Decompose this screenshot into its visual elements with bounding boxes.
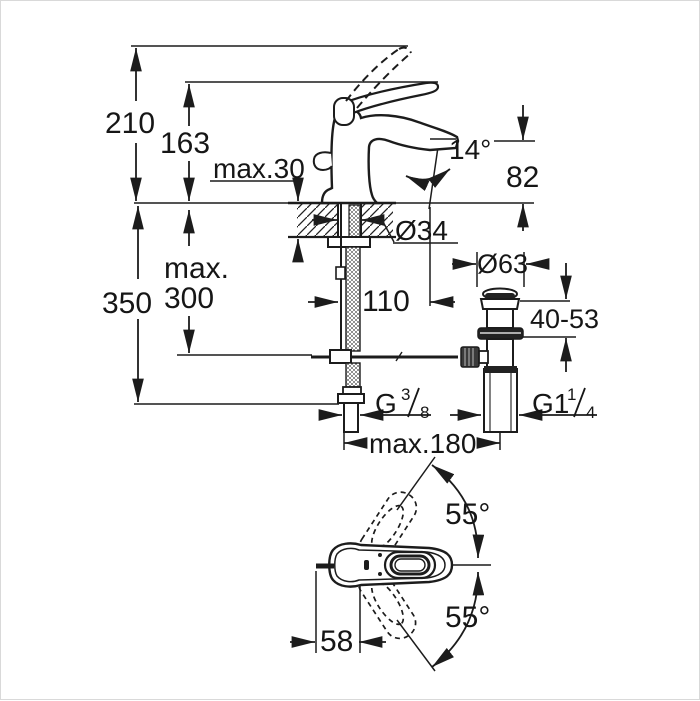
waste-thread-den: 4 bbox=[586, 403, 595, 422]
dim-hose-300: 300 bbox=[164, 282, 214, 315]
dim-swing-lower: 55° bbox=[445, 601, 490, 634]
supply-thread-slash bbox=[407, 387, 420, 418]
lever-cap bbox=[333, 97, 355, 126]
pop-up-rod-knob bbox=[312, 151, 333, 172]
waste-thread-label: G1 1 4 bbox=[532, 385, 595, 422]
dim-spout-reach: 110 bbox=[362, 285, 410, 318]
dim-hose-max: max. bbox=[164, 252, 229, 285]
lever-closed bbox=[338, 81, 440, 115]
supply-thread-label: G 3 8 bbox=[375, 385, 429, 422]
dim-waste-flange: Ø63 bbox=[477, 249, 528, 279]
dim-stream-angle: 14° bbox=[449, 134, 491, 165]
waste-thread-prefix: G1 bbox=[532, 388, 569, 419]
dim-waste-range: 40-53 bbox=[530, 304, 599, 334]
dim-hole-diameter: Ø34 bbox=[395, 215, 448, 246]
supply-thread-den: 8 bbox=[420, 403, 429, 422]
dim-total-height: 210 bbox=[105, 107, 155, 140]
waste-thread-num: 1 bbox=[567, 385, 576, 404]
supply-thread-num: 3 bbox=[401, 385, 410, 404]
faucet-side-view bbox=[312, 46, 460, 205]
dim-open-height: 163 bbox=[160, 127, 210, 160]
dim-under-deck: 350 bbox=[102, 287, 152, 320]
dim-max-spread: max.180 bbox=[369, 428, 476, 459]
dim-swing-upper: 55° bbox=[445, 498, 490, 531]
faucet-plan-view bbox=[316, 491, 454, 640]
faucet-body bbox=[320, 108, 460, 205]
waste-thread-slash bbox=[573, 387, 586, 418]
dim-rod-offset: 58 bbox=[320, 625, 353, 658]
dim-deck-thickness: max.30 bbox=[213, 153, 305, 184]
pop-up-waste bbox=[460, 287, 524, 433]
handle-loop-outer bbox=[383, 550, 437, 580]
supply-thread-prefix: G bbox=[375, 388, 397, 419]
dimension-labels: 210 163 max.30 350 max. 300 110 Ø34 82 1… bbox=[102, 107, 599, 658]
supply-and-rod bbox=[311, 202, 458, 433]
logo-mark bbox=[364, 560, 369, 570]
dim-spout-height: 82 bbox=[506, 161, 539, 194]
lever-raised-dashed bbox=[345, 46, 412, 109]
waste-adjust-knob bbox=[460, 346, 480, 368]
